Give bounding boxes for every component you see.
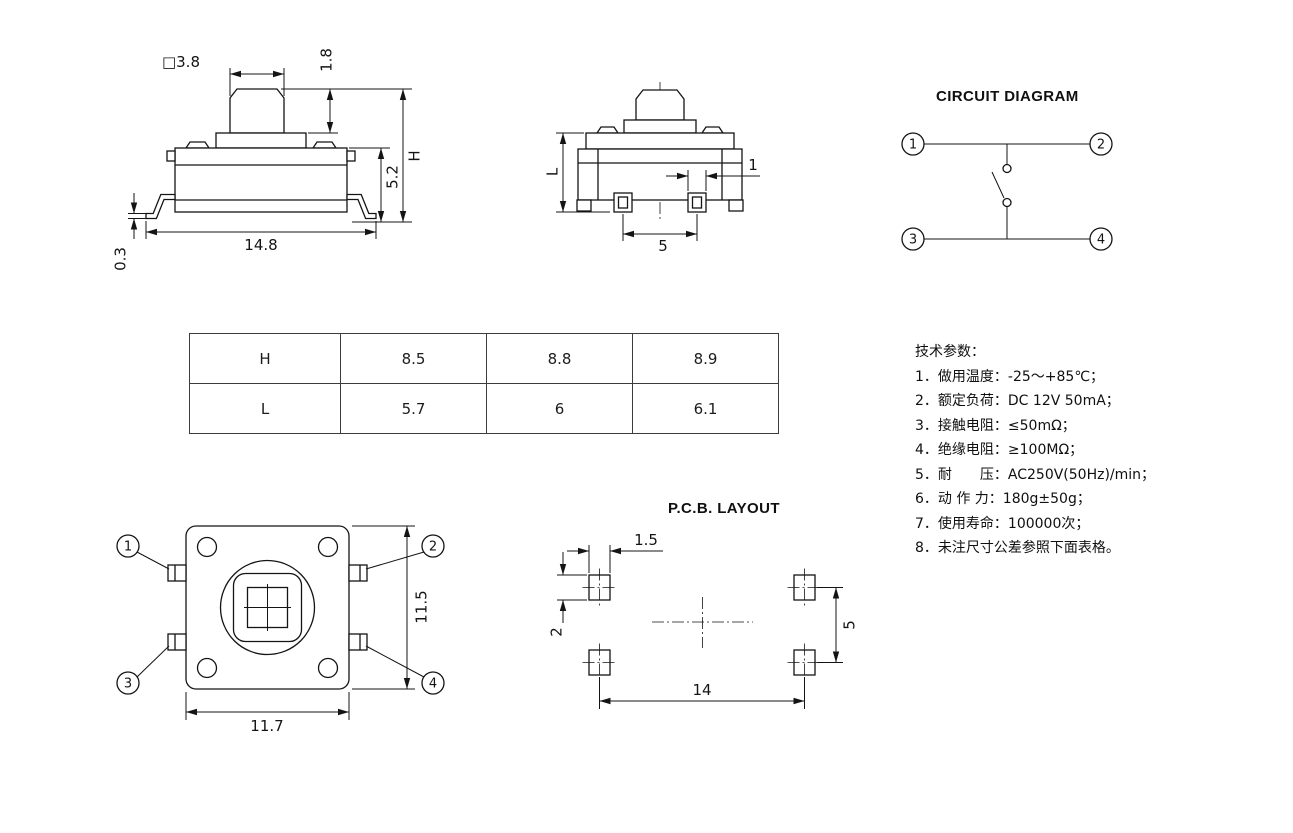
dim-label-total-h: H <box>405 150 423 161</box>
dim-label-pad-w: 1.5 <box>634 531 658 549</box>
dim-front-foot: 0.3 <box>111 193 146 271</box>
dim-label-pad-h: 2 <box>547 627 565 637</box>
table-cell-l-label: L <box>189 383 341 434</box>
svg-text:2: 2 <box>1097 138 1105 153</box>
front-foot-left <box>145 193 176 220</box>
dim-front-square: □3.8 <box>162 53 285 96</box>
svg-text:4: 4 <box>429 677 437 692</box>
dim-pcb-h-pitch: 14 <box>599 677 805 709</box>
spec-item: 3．接触电阻：≤50mΩ； <box>915 417 1076 434</box>
dim-label-body-h: 5.2 <box>383 165 401 189</box>
table-cell: 8.9 <box>632 333 779 384</box>
front-button <box>229 88 285 134</box>
tech-specs: 技术参数： 1．做用温度：-25～+85℃； 2．额定负荷：DC 12V 50m… <box>915 340 1205 561</box>
dim-label-button-h: 1.8 <box>317 48 335 72</box>
dim-bottom-width: 11.7 <box>185 692 350 735</box>
dim-label-foot: 0.3 <box>111 247 129 271</box>
dim-label-side-height: L <box>543 167 561 176</box>
svg-text:2: 2 <box>429 540 437 555</box>
circuit-terminal-3 <box>901 227 925 251</box>
front-body <box>174 147 348 213</box>
table-cell: 5.7 <box>340 383 487 434</box>
spec-item: 5．耐 压：AC250V(50Hz)/min； <box>915 466 1156 483</box>
front-cap <box>215 132 307 149</box>
svg-text:3: 3 <box>124 677 132 692</box>
spec-item: 2．额定负荷：DC 12V 50mA； <box>915 393 1120 409</box>
spec-item: 8．未注尺寸公差参照下面表格。 <box>915 540 1120 556</box>
pcb-layout: 1.5 2 5 14 <box>547 531 858 709</box>
balloon-2 <box>421 534 445 558</box>
dim-pcb-pad-h: 2 <box>547 552 587 637</box>
balloon-4 <box>421 671 445 695</box>
svg-text:3: 3 <box>909 233 917 248</box>
side-button <box>635 89 685 121</box>
svg-text:4: 4 <box>1097 233 1105 248</box>
front-foot-right <box>346 193 377 220</box>
side-cap <box>623 119 697 134</box>
table-cell-h-label: H <box>189 333 341 384</box>
side-view: L 1 5 <box>543 82 760 255</box>
dim-label-bottom-width: 11.7 <box>250 717 283 735</box>
side-plate <box>585 132 735 150</box>
balloon-1 <box>116 534 140 558</box>
pcb-layout-title: P.C.B. LAYOUT <box>668 500 780 517</box>
dim-front-body-h: 5.2 <box>349 147 401 222</box>
circuit-terminal-4 <box>1089 227 1113 251</box>
dim-bottom-height: 11.5 <box>352 525 430 690</box>
balloon-3 <box>116 671 140 695</box>
bottom-terminal-2 <box>348 564 368 582</box>
dim-pcb-v-pitch: 5 <box>817 587 858 663</box>
circuit-diagram: 1 2 3 4 <box>901 132 1113 251</box>
front-view: □3.8 1.8 5.2 H 14.8 <box>111 48 423 271</box>
bottom-terminal-1 <box>167 564 187 582</box>
dim-label-width: 14.8 <box>244 236 277 254</box>
dim-pcb-pad-w: 1.5 <box>567 531 663 573</box>
spec-item: 7．使用寿命：100000次； <box>915 515 1090 532</box>
table-cell: 8.8 <box>486 333 633 384</box>
dim-label-pin-w: 1 <box>748 156 758 174</box>
spec-item: 6．动 作 力：180g±50g； <box>915 491 1091 507</box>
svg-text:1: 1 <box>124 540 132 555</box>
table-row: L 5.7 6 6.1 <box>189 383 779 434</box>
dim-front-width: 14.8 <box>145 221 377 254</box>
bottom-terminal-4 <box>348 633 368 651</box>
dim-label-bottom-height: 11.5 <box>412 590 430 623</box>
table-cell: 8.5 <box>340 333 487 384</box>
bottom-view: 1 2 3 4 11.7 11.5 <box>116 525 445 735</box>
side-body <box>577 148 743 201</box>
tolerance-table: H 8.5 8.8 8.9 L 5.7 6 6.1 <box>189 333 779 434</box>
table-cell: 6 <box>486 383 633 434</box>
dim-front-button-h: 1.8 <box>281 48 412 134</box>
dim-front-total-h: H <box>352 89 423 223</box>
table-row: H 8.5 8.8 8.9 <box>189 333 779 384</box>
side-pin-right <box>687 192 707 213</box>
switch-symbol <box>991 144 1012 239</box>
circuit-diagram-title: CIRCUIT DIAGRAM <box>936 88 1079 105</box>
side-pin-left <box>613 192 633 213</box>
dim-label-h-pitch: 14 <box>692 681 711 699</box>
dim-label-v-pitch: 5 <box>840 620 858 630</box>
bottom-terminal-3 <box>167 633 187 651</box>
spec-item: 4．绝缘电阻：≥100MΩ； <box>915 442 1084 458</box>
circuit-terminal-1 <box>901 132 925 156</box>
table-cell: 6.1 <box>632 383 779 434</box>
svg-text:1: 1 <box>909 138 917 153</box>
dim-side-pin-pitch: 5 <box>622 214 698 255</box>
spec-item: 1．做用温度：-25～+85℃； <box>915 368 1105 385</box>
dim-label-pin-pitch: 5 <box>658 237 668 255</box>
dim-side-pin-w: 1 <box>666 156 760 191</box>
dim-label-square: □3.8 <box>162 53 200 71</box>
circuit-terminal-2 <box>1089 132 1113 156</box>
dim-side-height: L <box>543 132 610 213</box>
tech-specs-title: 技术参数： <box>915 344 985 360</box>
